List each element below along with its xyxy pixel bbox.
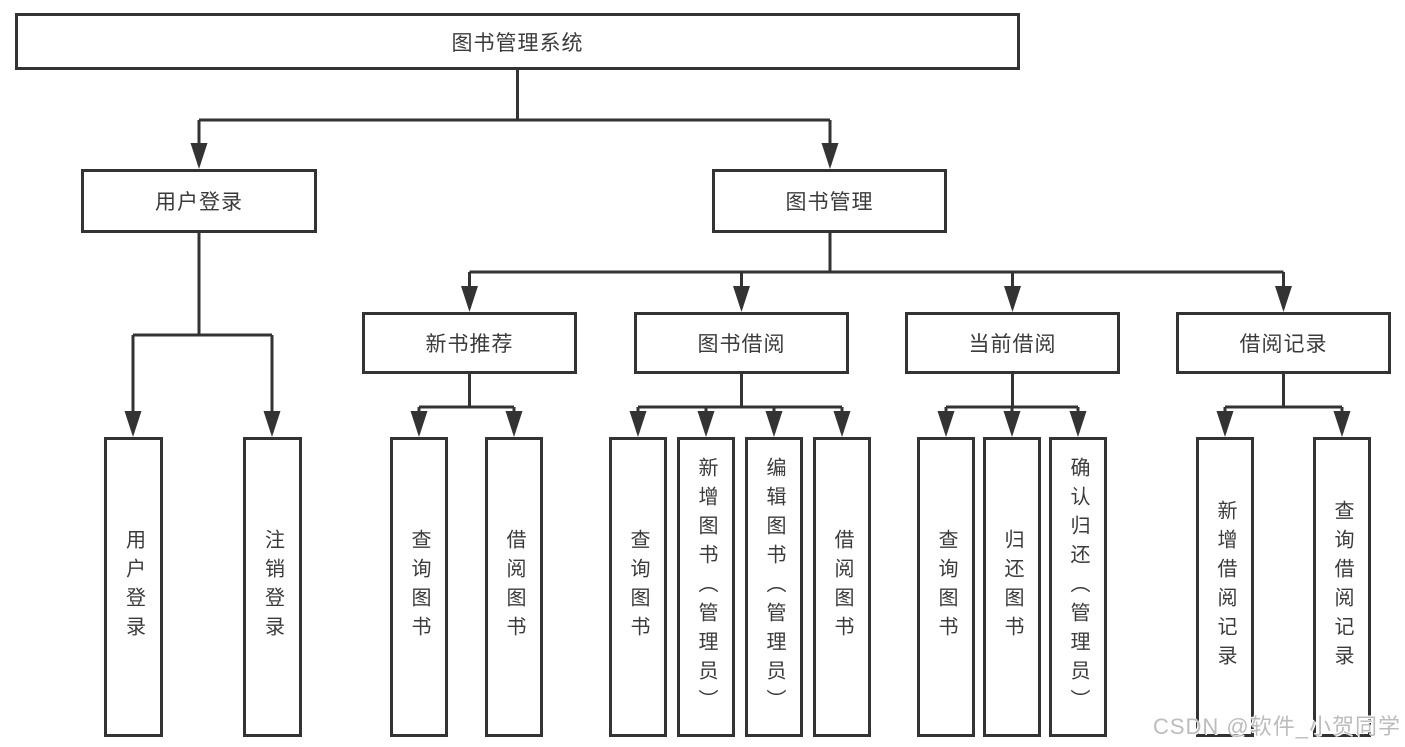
leaf-user-login-label: 用户登录 [122,529,145,645]
leaf-confirm-return-admin-label: 确认归还（管理员） [1067,456,1089,718]
leaf-query-books-borrowing-label: 查询图书 [627,529,649,645]
leaf-query-books-current-label: 查询图书 [935,529,957,645]
leaf-borrow-books-borrowing: 借阅图书 [813,437,871,737]
node-current-borrowing-label: 当前借阅 [968,333,1057,356]
leaf-borrow-books-recommend-label: 借阅图书 [503,529,525,645]
leaf-query-books-current: 查询图书 [917,437,975,737]
leaf-logout: 注销登录 [243,437,302,737]
csdn-watermark: CSDN @软件_小贺同学 [1152,714,1401,739]
leaf-borrow-books-recommend: 借阅图书 [485,437,543,737]
leaf-confirm-return-admin: 确认归还（管理员） [1049,437,1107,737]
node-new-book-recommend-label: 新书推荐 [425,333,514,356]
node-book-management: 图书管理 [712,169,947,233]
leaf-add-book-admin-label: 新增图书（管理员） [695,456,717,718]
leaf-add-book-admin: 新增图书（管理员） [677,437,735,737]
node-current-borrowing: 当前借阅 [905,312,1120,374]
node-book-borrowing-label: 图书借阅 [697,333,786,356]
leaf-edit-book-admin: 编辑图书（管理员） [745,437,803,737]
leaf-add-borrow-record-label: 新增借阅记录 [1214,500,1236,674]
node-user-login-label: 用户登录 [155,191,243,214]
leaf-query-borrow-record-label: 查询借阅记录 [1331,500,1353,674]
node-new-book-recommend: 新书推荐 [362,312,577,374]
node-library-system: 图书管理系统 [15,13,1020,70]
node-library-system-label: 图书管理系统 [451,31,584,55]
leaf-user-login: 用户登录 [104,437,163,737]
node-book-borrowing: 图书借阅 [634,312,849,374]
leaf-borrow-books-borrowing-label: 借阅图书 [831,529,853,645]
leaf-query-books-borrowing: 查询图书 [609,437,667,737]
leaf-add-borrow-record: 新增借阅记录 [1196,437,1254,737]
leaf-return-books: 归还图书 [983,437,1041,737]
node-borrowing-records: 借阅记录 [1176,312,1391,374]
leaf-query-books-recommend-label: 查询图书 [408,529,430,645]
node-borrowing-records-label: 借阅记录 [1239,333,1328,356]
node-book-management-label: 图书管理 [785,191,874,214]
leaf-edit-book-admin-label: 编辑图书（管理员） [763,456,785,718]
leaf-query-books-recommend: 查询图书 [390,437,448,737]
leaf-logout-label: 注销登录 [261,529,284,645]
leaf-return-books-label: 归还图书 [1001,529,1023,645]
leaf-query-borrow-record: 查询借阅记录 [1313,437,1371,737]
node-user-login: 用户登录 [81,169,317,233]
